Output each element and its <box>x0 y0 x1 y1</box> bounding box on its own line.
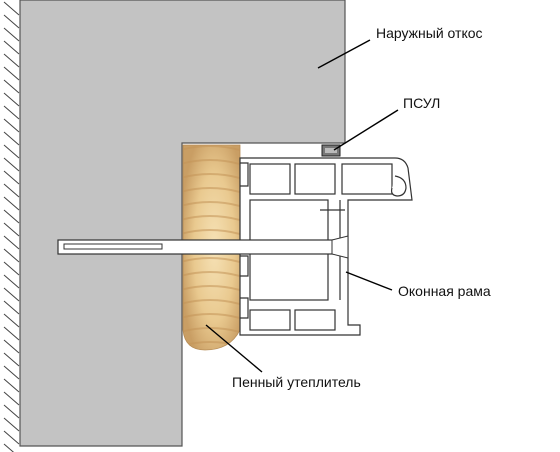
hatch-line <box>3 365 20 380</box>
hatch-line <box>3 300 20 315</box>
leader-outer-slope <box>317 39 371 69</box>
window-frame-profile <box>239 157 413 336</box>
hatch-line <box>3 131 20 146</box>
hatch-line <box>3 40 20 55</box>
hatch-line <box>3 144 20 159</box>
hatch-line <box>3 222 20 237</box>
leader-psul <box>333 109 399 151</box>
hatch-line <box>3 1 20 16</box>
hatch-line <box>3 261 20 276</box>
hatch-line <box>3 118 20 133</box>
label-window-frame: Оконная рама <box>398 283 491 299</box>
hatch-line <box>3 404 20 419</box>
hatch-line <box>3 27 20 42</box>
anchor-fastener <box>57 235 349 259</box>
hatch-line <box>3 92 20 107</box>
label-psul: ПСУЛ <box>403 95 440 111</box>
hatch-line <box>3 417 20 432</box>
hatch-line <box>3 274 20 289</box>
hatch-line <box>3 53 20 68</box>
leader-lines <box>205 39 399 373</box>
hatch-line <box>3 79 20 94</box>
leader-foam <box>205 324 263 373</box>
wall <box>19 0 346 447</box>
hatch-line <box>3 105 20 120</box>
hatch-line <box>3 313 20 328</box>
hatch-line <box>3 430 20 445</box>
hatch-line <box>3 235 20 250</box>
hatch-line <box>3 248 20 263</box>
hatch-line <box>3 157 20 172</box>
hatch-line <box>3 183 20 198</box>
hatch-line <box>3 443 14 452</box>
label-outer-slope: Наружный откос <box>376 25 483 41</box>
hatch-line <box>3 66 20 81</box>
hatch-line <box>3 391 20 406</box>
hatch-line <box>3 326 20 341</box>
hatch-line <box>3 339 20 354</box>
hatch-line <box>3 170 20 185</box>
hatch-line <box>3 196 20 211</box>
hatch-line <box>3 14 20 29</box>
label-foam-insulation: Пенный утеплитель <box>232 374 361 390</box>
wall-hatching <box>3 1 20 452</box>
leader-window-frame <box>345 271 393 291</box>
hatch-line <box>3 378 20 393</box>
hatch-line <box>3 352 20 367</box>
hatch-line <box>3 287 20 302</box>
hatch-line <box>3 209 20 224</box>
